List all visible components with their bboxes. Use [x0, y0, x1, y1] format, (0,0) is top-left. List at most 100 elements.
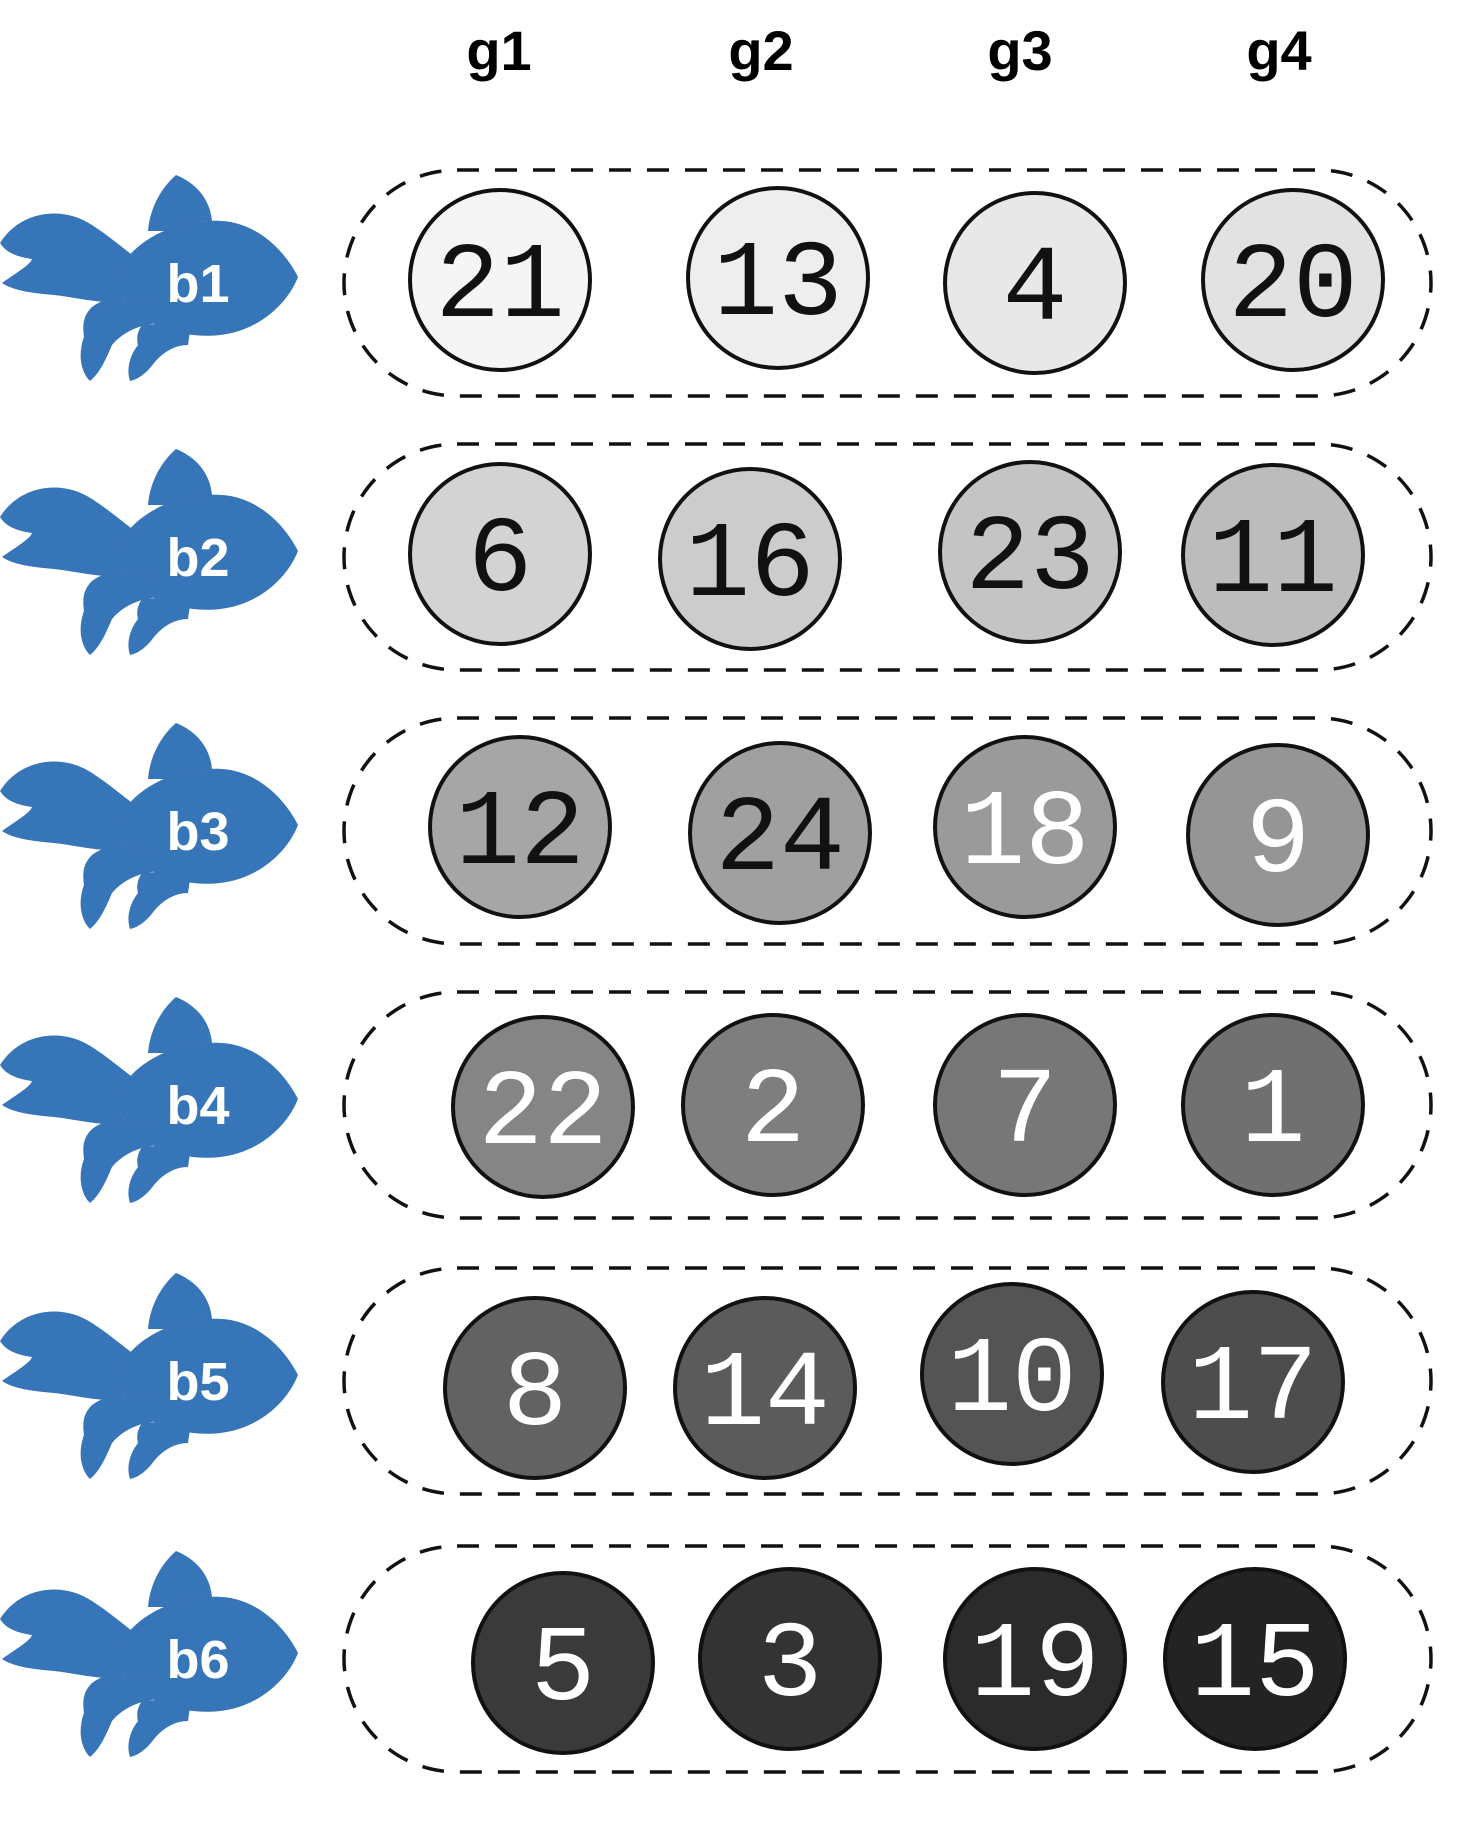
group-outline [342, 1544, 1433, 1774]
ball-circle [428, 735, 612, 919]
group-outline [342, 1266, 1433, 1496]
ball-number: 15 [1190, 1606, 1320, 1728]
ball-circle [933, 1013, 1117, 1197]
fish-icon: b6 [0, 1551, 298, 1757]
ball-circle [943, 191, 1127, 375]
ball-4: 4 [943, 191, 1127, 375]
fish-label: b3 [166, 802, 229, 862]
column-header-g2: g2 [728, 19, 793, 82]
ball-number: 5 [531, 1610, 596, 1732]
ball-2: 2 [681, 1013, 865, 1197]
ball-number: 23 [965, 499, 1095, 621]
ball-13: 13 [686, 186, 870, 370]
ball-23: 23 [938, 460, 1122, 644]
ball-number: 13 [713, 225, 843, 347]
ball-15: 15 [1163, 1567, 1347, 1751]
ball-number: 1 [1241, 1052, 1306, 1174]
ball-7: 7 [933, 1013, 1117, 1197]
ball-circle [408, 188, 592, 372]
ball-24: 24 [688, 741, 872, 925]
ball-number: 10 [947, 1321, 1077, 1443]
fish-label: b6 [166, 1630, 229, 1690]
fish-icon: b1 [0, 175, 298, 381]
ball-number: 24 [715, 780, 845, 902]
ball-circle [1201, 188, 1385, 372]
ball-circle [938, 460, 1122, 644]
fish-label: b2 [166, 528, 229, 588]
column-headers: g1 g2 g3 g4 [466, 19, 1311, 82]
row-b2: b2 6 16 23 11 [0, 442, 1433, 672]
ball-5: 5 [471, 1571, 655, 1755]
fish-icon: b5 [0, 1273, 298, 1479]
ball-circle [933, 735, 1117, 919]
ball-circle [451, 1015, 635, 1199]
ball-number: 9 [1246, 782, 1311, 904]
ball-number: 2 [741, 1052, 806, 1174]
group-outline [342, 442, 1433, 672]
ball-circle [920, 1282, 1104, 1466]
row-b3: b3 12 24 18 9 [0, 716, 1433, 946]
fish-label: b1 [166, 254, 229, 314]
column-header-g3: g3 [987, 19, 1052, 82]
ball-circle [1161, 1290, 1345, 1474]
ball-number: 8 [503, 1335, 568, 1457]
ball-number: 21 [435, 227, 565, 349]
ball-6: 6 [408, 462, 592, 646]
ball-17: 17 [1161, 1290, 1345, 1474]
group-outline [342, 716, 1433, 946]
row-b1: b1 21 13 4 20 [0, 168, 1433, 398]
ball-16: 16 [658, 467, 842, 651]
ball-22: 22 [451, 1015, 635, 1199]
ball-circle [408, 462, 592, 646]
fish-icon: b4 [0, 997, 298, 1203]
ball-circle [1181, 1013, 1365, 1197]
ball-number: 18 [960, 774, 1090, 896]
ball-14: 14 [673, 1296, 857, 1480]
row-b5: b5 8 14 10 17 [0, 1266, 1433, 1496]
ball-circle [471, 1571, 655, 1755]
ball-3: 3 [698, 1567, 882, 1751]
row-b6: b6 5 3 19 15 [0, 1544, 1433, 1774]
ball-12: 12 [428, 735, 612, 919]
ball-21: 21 [408, 188, 592, 372]
ball-18: 18 [933, 735, 1117, 919]
ball-number: 20 [1228, 227, 1358, 349]
ball-circle [1186, 743, 1370, 927]
fish-label: b4 [166, 1076, 229, 1136]
ball-9: 9 [1186, 743, 1370, 927]
ball-circle [1163, 1567, 1347, 1751]
column-header-g1: g1 [466, 19, 531, 82]
ball-circle [658, 467, 842, 651]
ball-number: 6 [468, 501, 533, 623]
column-header-g4: g4 [1246, 19, 1311, 82]
ball-1: 1 [1181, 1013, 1365, 1197]
ball-circle [698, 1567, 882, 1751]
ball-8: 8 [443, 1296, 627, 1480]
ball-circle [443, 1296, 627, 1480]
ball-20: 20 [1201, 188, 1385, 372]
fish-label: b5 [166, 1352, 229, 1412]
ball-number: 4 [1003, 230, 1068, 352]
ball-10: 10 [920, 1282, 1104, 1466]
fish-icon: b3 [0, 723, 298, 929]
ball-circle [1181, 463, 1365, 647]
ball-circle [686, 186, 870, 370]
ball-number: 22 [478, 1054, 608, 1176]
ball-19: 19 [943, 1567, 1127, 1751]
ball-number: 17 [1188, 1329, 1318, 1451]
ball-circle [943, 1567, 1127, 1751]
ball-number: 16 [685, 506, 815, 628]
ball-number: 19 [970, 1606, 1100, 1728]
group-outline [342, 990, 1433, 1220]
fish-icon: b2 [0, 449, 298, 655]
group-outline [342, 168, 1433, 398]
ball-number: 3 [758, 1606, 823, 1728]
ball-circle [673, 1296, 857, 1480]
ball-number: 14 [700, 1335, 830, 1457]
ball-11: 11 [1181, 463, 1365, 647]
ball-number: 11 [1208, 502, 1338, 624]
ball-number: 12 [455, 774, 585, 896]
